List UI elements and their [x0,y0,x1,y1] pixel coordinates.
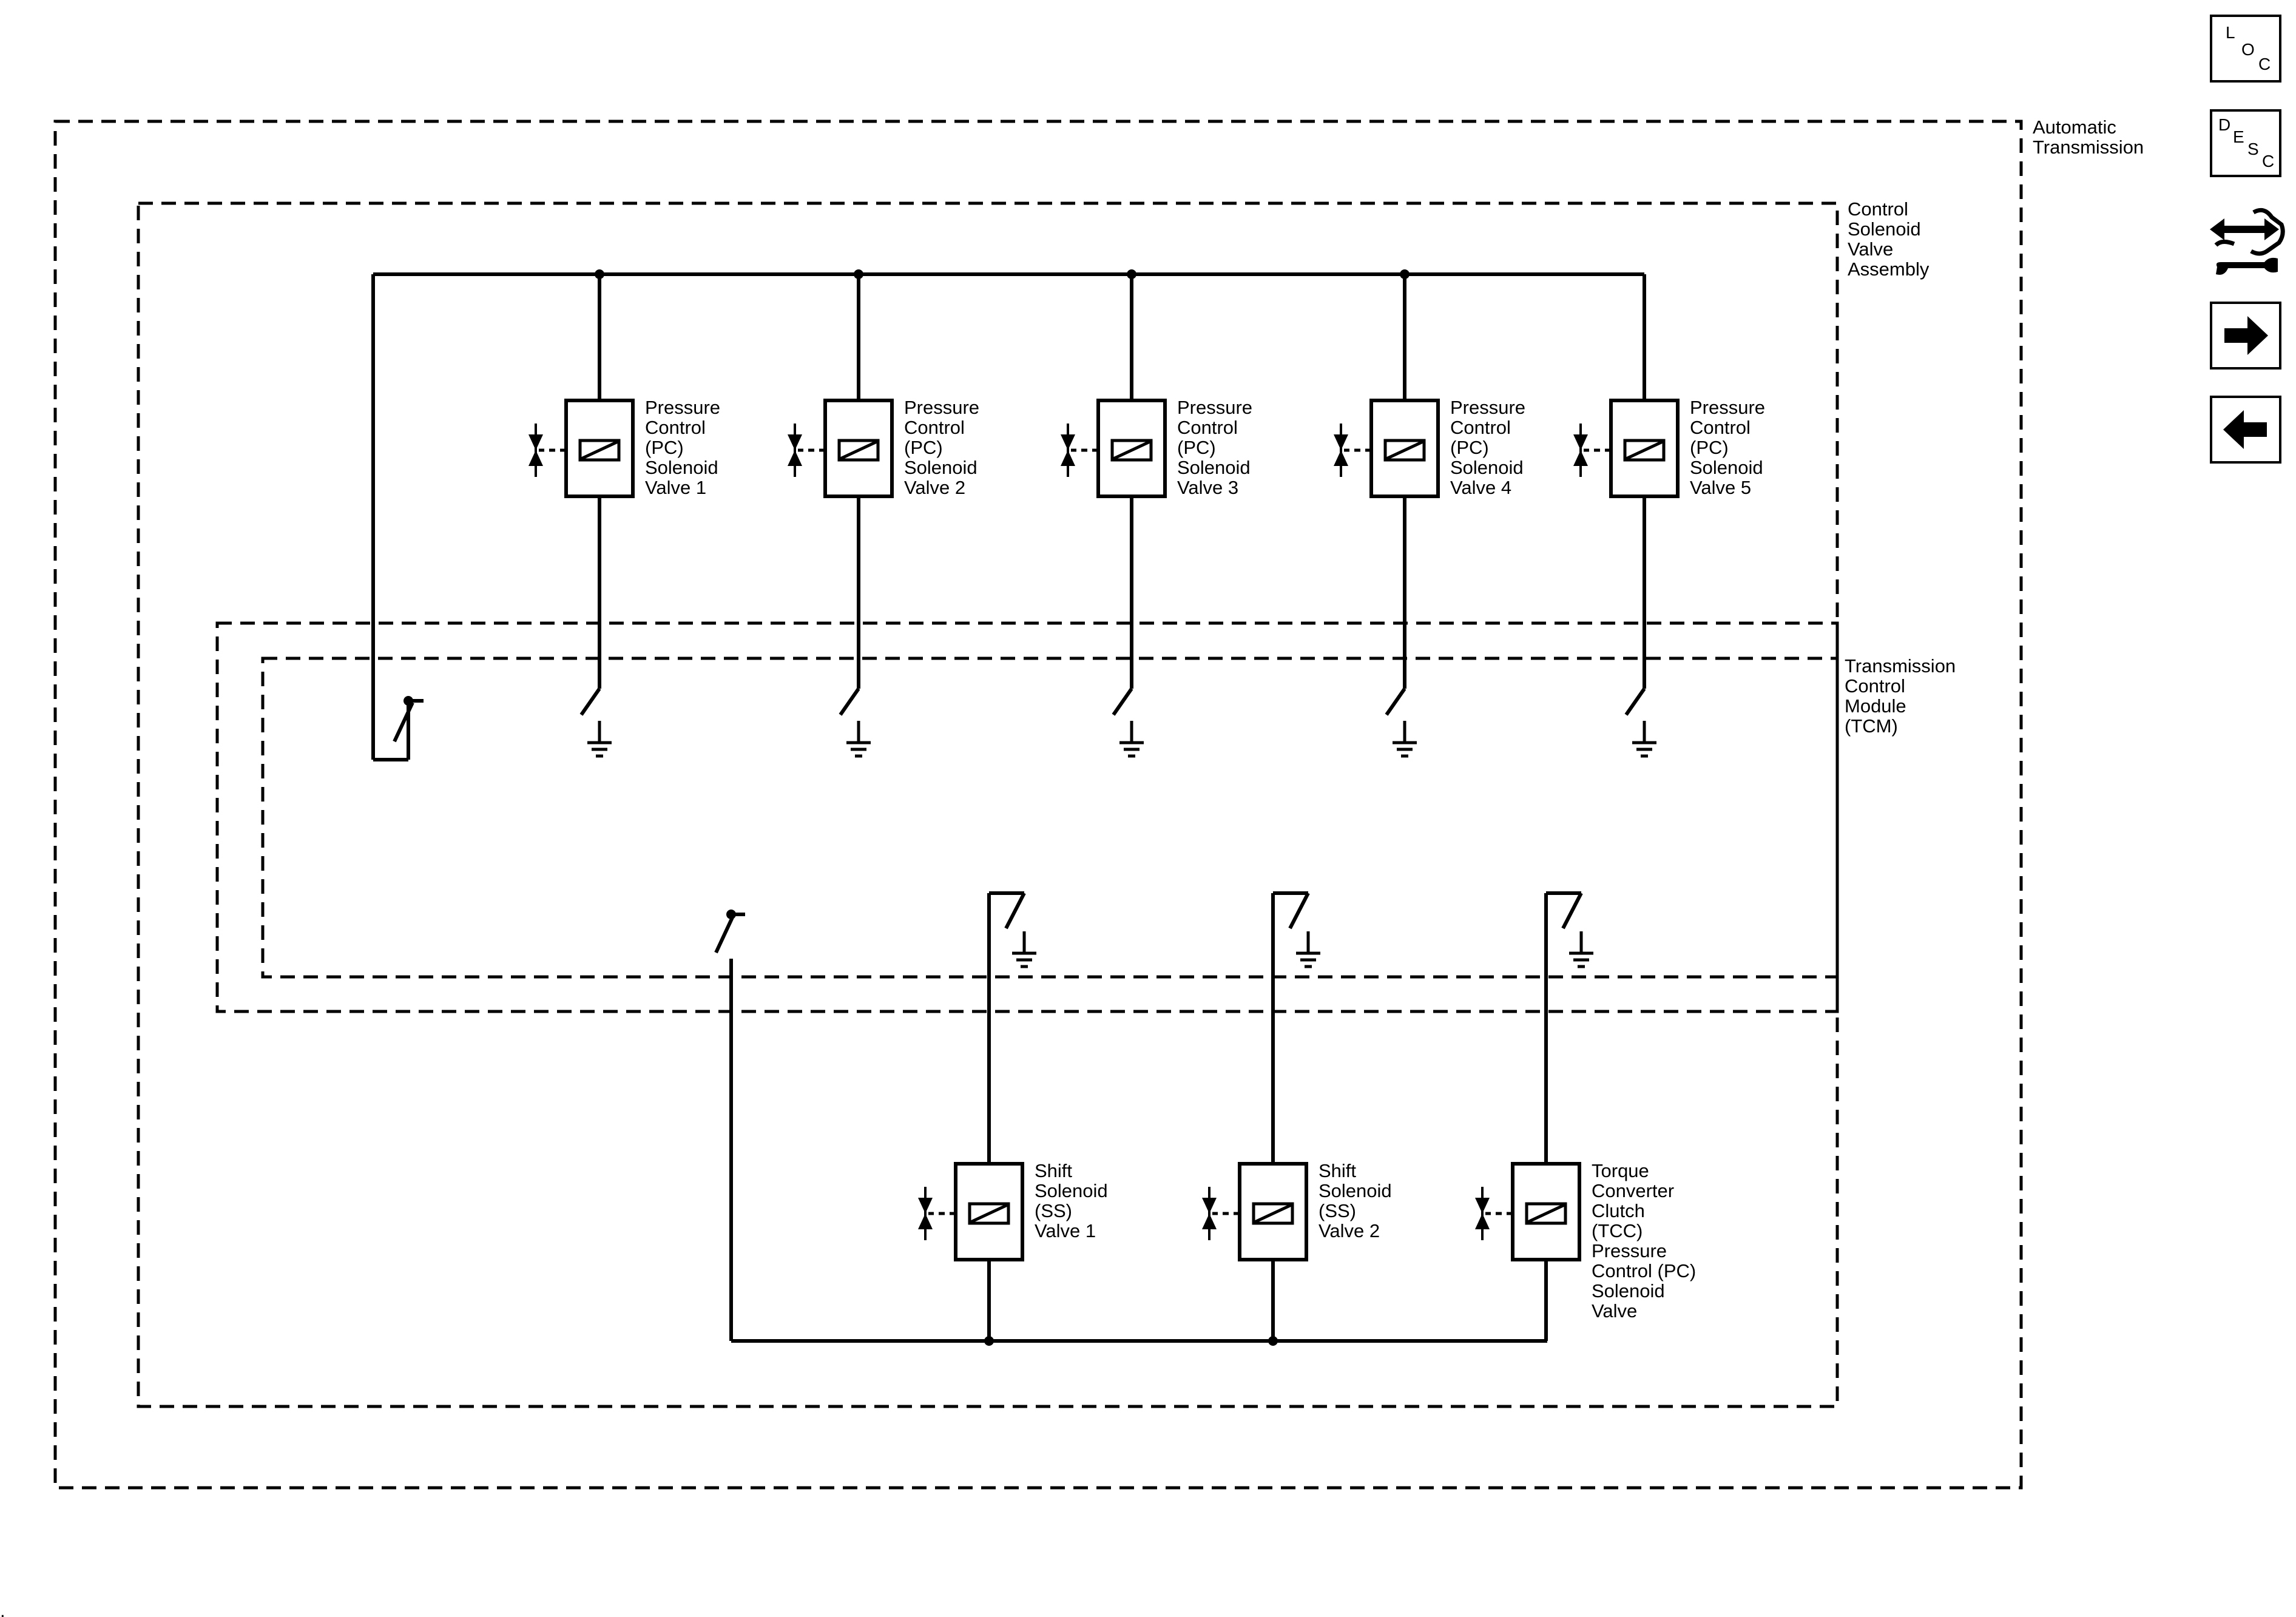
ground-icon [1632,721,1656,758]
loc-letter-c: C [2258,55,2271,73]
automatic-transmission-enclosure [53,120,2023,1490]
desc-button[interactable]: D E S C [2210,109,2281,177]
corner-mark: . [0,1600,5,1617]
tcm-high-side-switch-top [393,696,424,743]
ground-icon [1393,721,1417,758]
connector-end-view-button[interactable] [2204,200,2289,285]
arrow-left-icon [2223,410,2267,449]
ground-icon [1012,931,1036,968]
tcm-high-side-switch-bottom [714,910,745,954]
desc-letter-c: C [2262,152,2275,170]
arrow-right-icon [2224,316,2268,355]
desc-letter-s: S [2247,140,2259,158]
connector-wrench-icon [2210,208,2285,275]
desc-letter-d: D [2218,115,2231,134]
ground-icon [1569,931,1593,968]
desc-letter-e: E [2233,127,2244,146]
loc-letter-l: L [2226,23,2235,42]
next-page-button[interactable] [2210,302,2281,370]
bottom-supply-bus [729,959,1547,1346]
loc-letter-o: O [2241,40,2255,59]
tcm-outer-enclosure [215,621,1839,1013]
ground-icon [1296,931,1320,968]
previous-page-button[interactable] [2210,396,2281,464]
ground-icon [846,721,871,758]
ground-icon [587,721,612,758]
loc-button[interactable]: L O C [2210,15,2281,83]
tcm-inner-enclosure [261,657,1839,979]
top-supply-bus [371,269,1644,761]
ground-icon [1119,721,1144,758]
